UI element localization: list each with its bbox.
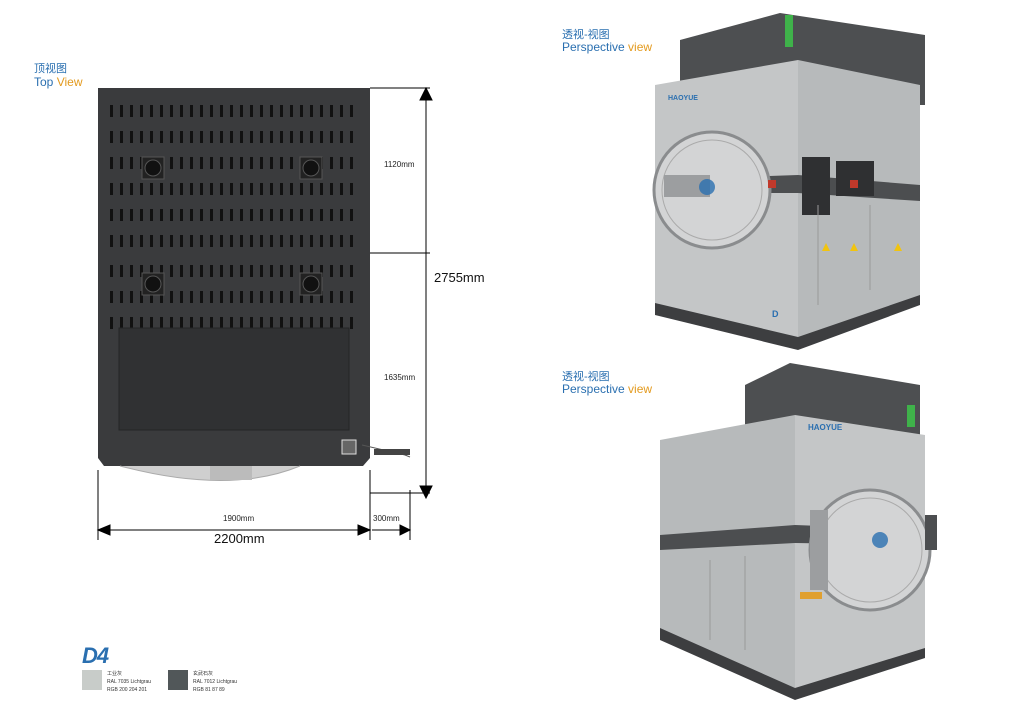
model-logo-text: D4 <box>82 643 109 668</box>
dim-total-height: 2755mm <box>434 270 485 285</box>
fans <box>141 156 323 296</box>
perspective-bottom-title-en: Perspective view <box>562 382 652 396</box>
top-view-title-cn: 顶视图 <box>34 63 67 75</box>
swatch-dark-rgb: RGB 81 87 89 <box>193 687 225 693</box>
perspective-bottom-title-cn: 透视-视图 <box>562 371 610 383</box>
dim-width-extra: 300mm <box>373 514 400 523</box>
model-logo: D4 <box>82 643 109 669</box>
badge-top: D <box>772 309 779 319</box>
green-indicator-b <box>907 405 915 427</box>
swatch-light-ral: RAL 7035 Lichtgrau <box>107 679 152 685</box>
green-indicator <box>785 15 793 47</box>
dim-width-inner: 1900mm <box>223 514 255 523</box>
swatch-light-name: 工业灰 <box>107 671 123 677</box>
perspective-top-title-en: Perspective view <box>562 40 652 54</box>
bottom-unit <box>210 466 252 480</box>
perspective-top-title-cn: 透视-视图 <box>562 29 610 41</box>
perspective-top-machine: HAOYUE D <box>652 13 925 350</box>
top-view-title-en: Top View <box>34 75 82 89</box>
color-swatch-item: 玄武石灰 RAL 7012 Lichtgrau RGB 81 87 89 <box>168 670 253 694</box>
swatch-light-rgb: RGB 200 204 201 <box>107 687 148 693</box>
connector-box <box>341 439 357 455</box>
perspective-bottom-title-en-b: view <box>628 382 653 396</box>
dim-lower: 1635mm <box>384 373 416 382</box>
swatch-dark <box>168 670 188 690</box>
side-box <box>374 449 410 455</box>
vent-slots <box>110 105 353 329</box>
swatch-light <box>82 670 102 690</box>
dim-width-total: 2200mm <box>214 531 265 546</box>
lower-panel <box>118 327 350 431</box>
brand-bottom: HAOYUE <box>808 423 843 432</box>
dim-upper: 1120mm <box>384 160 415 169</box>
swatch-dark-name: 玄武石灰 <box>193 671 214 677</box>
top-view-title-en-a: Top <box>34 75 57 89</box>
perspective-bottom-title-en-a: Perspective <box>562 382 629 396</box>
top-view-drawing <box>98 88 411 481</box>
color-swatch-item: 工业灰 RAL 7035 Lichtgrau RGB 200 204 201 <box>82 670 162 694</box>
side-face <box>798 60 920 340</box>
color-legend: 工业灰 RAL 7035 Lichtgrau RGB 200 204 201 玄… <box>82 670 253 694</box>
perspective-bottom-machine: HAOYUE <box>660 363 937 700</box>
perspective-top-title-en-b: view <box>628 40 653 54</box>
swatch-dark-ral: RAL 7012 Lichtgrau <box>193 679 238 685</box>
side-face-b <box>660 415 795 690</box>
top-view-title-en-b: View <box>56 75 83 89</box>
door-hinge <box>664 175 710 197</box>
brand-top: HAOYUE <box>668 95 698 102</box>
perspective-top-title-en-a: Perspective <box>562 40 629 54</box>
